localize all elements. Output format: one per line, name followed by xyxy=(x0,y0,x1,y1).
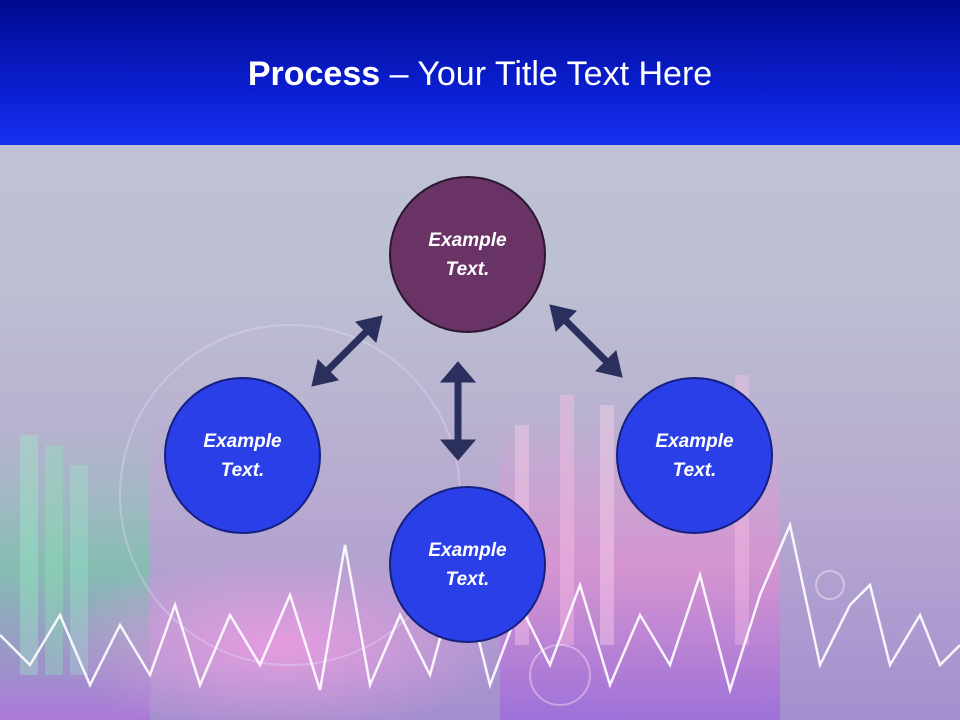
arrow-vertical xyxy=(439,361,477,461)
page-title: Process – Your Title Text Here xyxy=(248,55,712,94)
title-rest: – Your Title Text Here xyxy=(380,55,713,93)
title-bold: Process xyxy=(247,55,381,93)
title-bar: Process – Your Title Text Here xyxy=(0,0,960,145)
arrow-top-left xyxy=(311,315,383,387)
arrow-top-right xyxy=(549,304,623,378)
